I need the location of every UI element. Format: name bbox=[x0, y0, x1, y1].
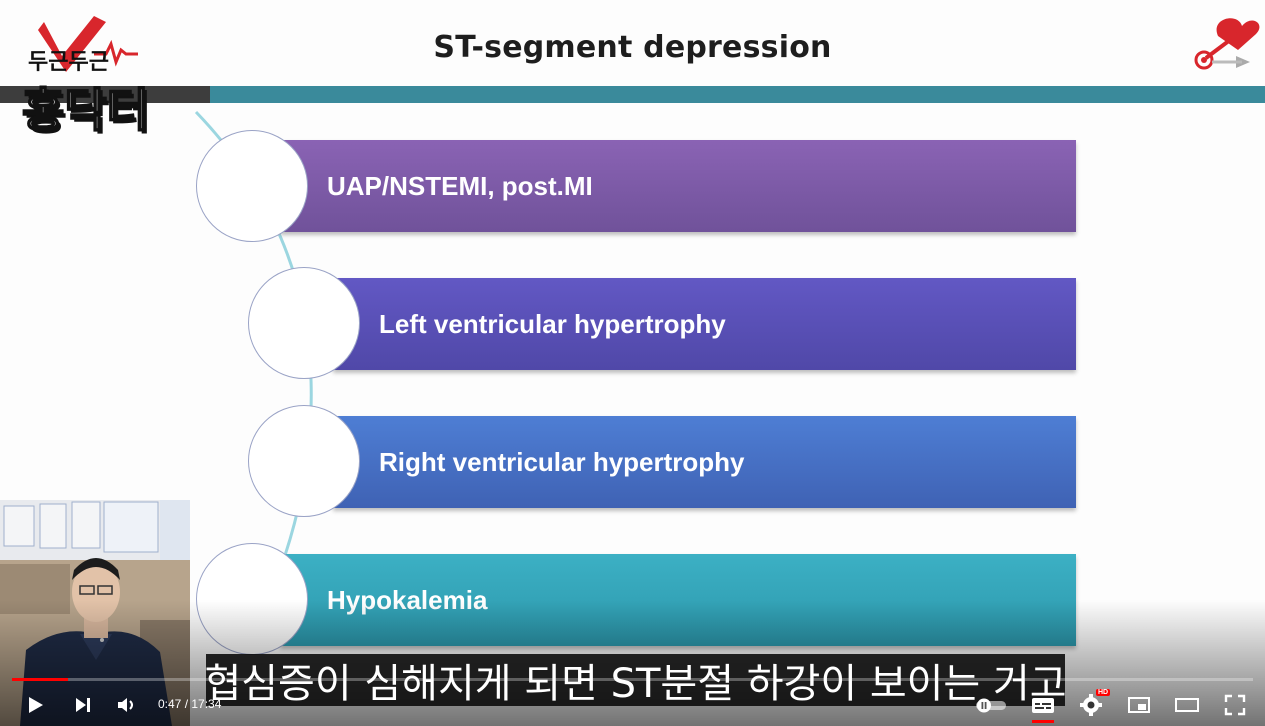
channel-logo: 두근두근 홍닥터 bbox=[14, 12, 164, 138]
header-band-dark bbox=[0, 86, 210, 103]
next-icon bbox=[76, 698, 90, 712]
progress-bar[interactable] bbox=[12, 678, 1253, 681]
item-label-3: Right ventricular hypertrophy bbox=[379, 446, 745, 477]
next-button[interactable] bbox=[66, 684, 100, 726]
play-button[interactable] bbox=[18, 684, 52, 726]
logo-heart-icon bbox=[38, 16, 138, 72]
item-circle-2 bbox=[248, 267, 360, 379]
slide-title: ST-segment depression bbox=[433, 30, 832, 65]
settings-icon bbox=[1080, 694, 1102, 716]
theater-icon bbox=[1175, 698, 1199, 712]
player-controls: 0:47 / 17:34 HD bbox=[0, 684, 1265, 726]
fullscreen-button[interactable] bbox=[1218, 684, 1252, 726]
mute-button[interactable] bbox=[110, 684, 144, 726]
subtitles-active-indicator bbox=[1032, 720, 1054, 723]
settings-button[interactable]: HD bbox=[1074, 684, 1111, 726]
volume-icon bbox=[118, 698, 133, 712]
theater-mode-button[interactable] bbox=[1170, 684, 1204, 726]
autoplay-toggle-icon bbox=[976, 698, 1006, 713]
progress-played bbox=[12, 678, 68, 681]
item-bar-1: UAP/NSTEMI, post.MI bbox=[280, 140, 1076, 232]
miniplayer-icon bbox=[1128, 697, 1150, 713]
caption-text: 협심증이 심해지게 되면 ST분절 하강이 보이는 거고 bbox=[206, 654, 1065, 706]
time-display: 0:47 / 17:34 bbox=[158, 697, 222, 711]
subtitles-icon bbox=[1032, 698, 1054, 713]
logo-line1: 두근두근 bbox=[28, 50, 109, 75]
play-icon bbox=[29, 697, 43, 713]
heart-target-icon bbox=[1194, 18, 1260, 70]
autoplay-toggle[interactable] bbox=[972, 684, 1010, 726]
header-band bbox=[0, 86, 1265, 103]
item-bar-2: Left ventricular hypertrophy bbox=[333, 278, 1076, 370]
fullscreen-icon bbox=[1224, 694, 1246, 716]
logo-line2: 홍닥터 bbox=[21, 82, 150, 138]
item-label-1: UAP/NSTEMI, post.MI bbox=[327, 170, 593, 201]
miniplayer-button[interactable] bbox=[1122, 684, 1156, 726]
item-label-2: Left ventricular hypertrophy bbox=[379, 308, 726, 339]
item-circle-1 bbox=[196, 130, 308, 242]
item-bar-3: Right ventricular hypertrophy bbox=[333, 416, 1076, 508]
subtitles-button[interactable] bbox=[1026, 684, 1060, 726]
hd-badge: HD bbox=[1096, 689, 1111, 696]
item-circle-3 bbox=[248, 405, 360, 517]
